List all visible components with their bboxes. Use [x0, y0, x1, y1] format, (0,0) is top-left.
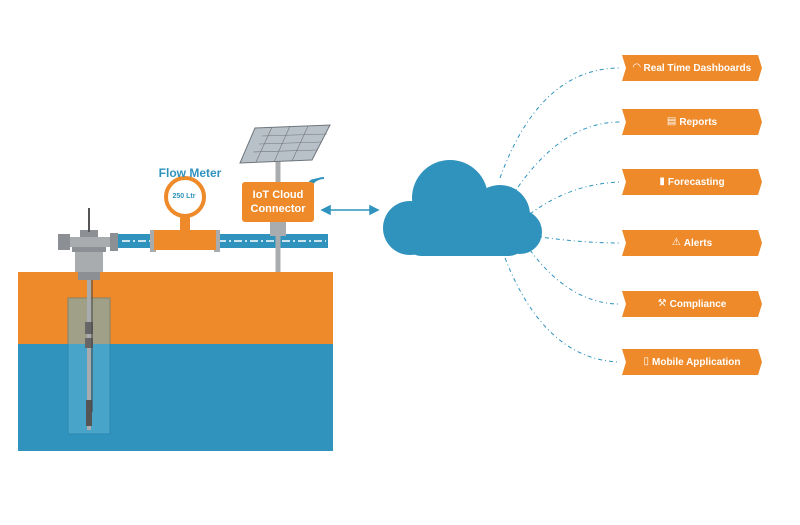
document-icon: ▤: [666, 116, 677, 127]
iot-cloud-connector: IoT Cloud Connector: [242, 182, 314, 222]
gavel-icon: ⚒: [657, 298, 667, 309]
soil-layer: [18, 272, 333, 344]
output-reports: ▤Reports: [622, 109, 762, 135]
bar-chart-icon: ▮: [659, 176, 665, 187]
flow-meter-title: Flow Meter: [158, 166, 222, 180]
iot-connector-line2: Connector: [250, 203, 306, 215]
output-label: Real Time Dashboards: [643, 62, 752, 74]
flow-meter-reading: 250 Ltr: [172, 193, 196, 200]
cloud-icon: [383, 160, 542, 256]
connection-arrow: [320, 204, 380, 216]
iot-connector-line1: IoT Cloud: [252, 189, 304, 201]
submersible-pump: [85, 322, 93, 426]
output-mobile-application: ▯Mobile Application: [622, 349, 762, 375]
output-alerts: ⚠Alerts: [622, 230, 762, 256]
output-forecasting: ▮Forecasting: [622, 169, 762, 195]
mobile-icon: ▯: [643, 356, 649, 367]
output-label: Alerts: [683, 237, 713, 249]
flow-meter: [154, 176, 216, 250]
output-label: Compliance: [669, 298, 727, 310]
output-real-time-dashboards: ◠Real Time Dashboards: [622, 55, 762, 81]
output-label: Mobile Application: [652, 356, 741, 368]
solar-panel: [239, 124, 331, 272]
warning-icon: ⚠: [671, 237, 681, 248]
water-layer: [18, 344, 333, 451]
output-compliance: ⚒Compliance: [622, 291, 762, 317]
gauge-icon: ◠: [632, 62, 641, 73]
output-label: Forecasting: [667, 176, 725, 188]
output-label: Reports: [679, 116, 718, 128]
cloud-connectors: [499, 67, 621, 363]
wellhead: [72, 208, 106, 280]
